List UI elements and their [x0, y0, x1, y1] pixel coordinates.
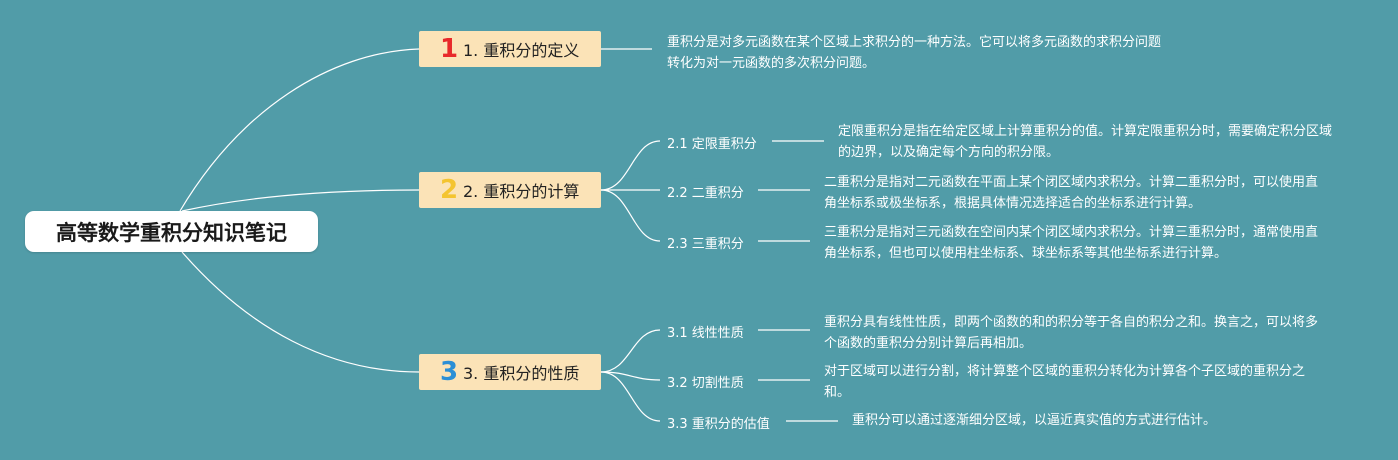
subtopic-3-3[interactable]: 3.3 重积分的估值 — [667, 417, 770, 432]
connector-root-branch-2 — [181, 189, 420, 212]
subtopic-3-1-description: 重积分具有线性性质，即两个函数的和的积分等于各自的积分之和。换言之，可以将多个函… — [824, 315, 1319, 351]
subtopic-3-3-description: 重积分可以通过逐渐细分区域，以逼近真实值的方式进行估计。 — [852, 413, 1217, 428]
connector-root-branch-3 — [181, 251, 420, 373]
branch-1-label: 1. 重积分的定义 — [463, 41, 580, 60]
branch-1-description: 重积分是对多元函数在某个区域上求积分的一种方法。它可以将多元函数的求积分问题转化… — [667, 35, 1162, 71]
root-topic[interactable]: 高等数学重积分知识笔记 — [25, 211, 318, 252]
branch-3-label: 3. 重积分的性质 — [463, 364, 580, 383]
subtopic-2-2-description: 二重积分是指对二元函数在平面上某个闭区域内求积分。计算二重积分时，可以使用直角坐… — [824, 175, 1319, 211]
number-two-badge-icon: 2 — [439, 175, 459, 205]
subtopic-2-3[interactable]: 2.3 三重积分 — [667, 237, 744, 252]
connector-branch-3-sub-1 — [600, 329, 661, 373]
subtopic-2-1-description: 定限重积分是指在给定区域上计算重积分的值。计算定限重积分时，需要确定积分区域的边… — [838, 124, 1333, 160]
subtopic-3-2[interactable]: 3.2 切割性质 — [667, 376, 744, 391]
subtopic-3-1[interactable]: 3.1 线性性质 — [667, 326, 744, 341]
connector-branch-3-sub-3 — [600, 371, 661, 422]
connector-branch-3-sub-2 — [600, 371, 661, 381]
branch-1-definition[interactable]: 1 1. 重积分的定义 — [419, 31, 601, 67]
root-title: 高等数学重积分知识笔记 — [56, 220, 287, 245]
connector-branch-2-sub-1 — [600, 140, 661, 191]
subtopic-3-2-description: 对于区域可以进行分割，将计算整个区域的重积分转化为计算各个子区域的重积分之和。 — [824, 364, 1306, 400]
branch-3-properties[interactable]: 3 3. 重积分的性质 — [419, 354, 601, 390]
number-three-badge-icon: 3 — [439, 357, 459, 387]
connector-root-branch-1 — [179, 48, 420, 212]
subtopic-2-3-description: 三重积分是指对三元函数在空间内某个闭区域内求积分。计算三重积分时，通常使用直角坐… — [824, 225, 1319, 261]
number-one-badge-icon: 1 — [439, 34, 459, 64]
connector-branch-2-sub-3 — [600, 189, 661, 242]
subtopic-2-2[interactable]: 2.2 二重积分 — [667, 186, 744, 201]
branch-2-label: 2. 重积分的计算 — [463, 182, 580, 201]
branch-2-calculation[interactable]: 2 2. 重积分的计算 — [419, 172, 601, 208]
subtopic-2-1[interactable]: 2.1 定限重积分 — [667, 137, 757, 152]
